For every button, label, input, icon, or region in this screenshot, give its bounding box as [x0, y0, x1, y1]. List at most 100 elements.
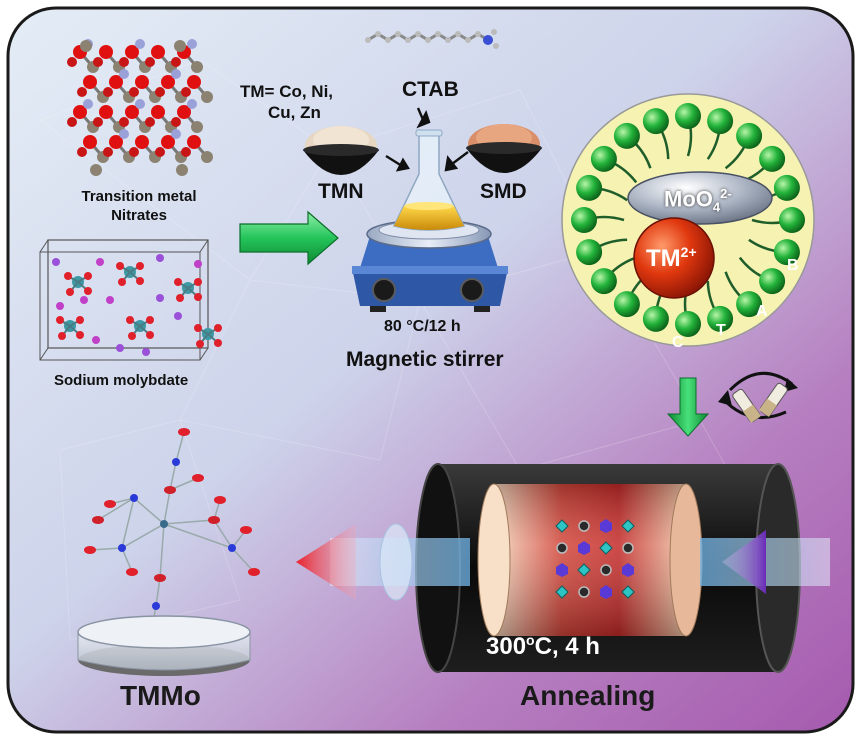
tm-definition-label: TM= Co, Ni, — [240, 82, 334, 101]
oxygen-atom — [116, 262, 124, 270]
oxygen-atom — [66, 288, 74, 296]
ctab-molecule — [365, 29, 499, 49]
oxygen-atom — [151, 105, 165, 119]
oxygen-atom — [161, 135, 175, 149]
nitrogen-atom — [130, 494, 138, 502]
surfactant-head — [590, 268, 617, 295]
molybdate-ion-text: MoO — [664, 186, 713, 212]
oxygen-atom — [56, 316, 64, 324]
lattice-hexagon — [578, 541, 590, 555]
oxygen-atom — [83, 75, 97, 89]
oxygen-atom — [73, 105, 87, 119]
oxygen-atom — [129, 87, 139, 97]
oxygen-atom — [164, 486, 176, 494]
tmmo-label: TMMo — [120, 680, 201, 711]
lattice-ring — [622, 542, 634, 554]
oxygen-atom — [125, 45, 139, 59]
nitrogen-atom — [83, 99, 93, 109]
oxygen-atom — [104, 500, 116, 508]
oxygen-atom — [83, 135, 97, 149]
oxygen-atom — [181, 147, 191, 157]
metal-center-atom — [160, 520, 168, 528]
molecular-bond — [97, 497, 135, 521]
molecular-bond — [133, 497, 165, 525]
process-arrow-down — [666, 377, 710, 437]
oxygen-atom — [192, 474, 204, 482]
lattice-particles — [555, 519, 635, 599]
oxygen-atom — [155, 147, 165, 157]
surfactant-head — [707, 108, 734, 135]
lattice-ring — [578, 520, 590, 532]
oxygen-atom — [103, 147, 113, 157]
oxygen-atom — [77, 87, 87, 97]
molybdate-unit-cell — [39, 239, 222, 361]
oxygen-atom — [99, 105, 113, 119]
surfactant-head — [736, 122, 763, 149]
oxygen-atom — [248, 568, 260, 576]
nitrogen-atom — [171, 129, 181, 139]
molybdate-ion-superscript: 2- — [720, 186, 732, 201]
sodium-atom — [96, 258, 104, 266]
oxygen-atom — [177, 105, 191, 119]
molecular-bond — [121, 497, 135, 549]
nitrogen-atom — [228, 544, 236, 552]
nitrates-label-line2: Nitrates — [111, 207, 167, 224]
sodium-atom — [194, 260, 202, 268]
oxygen-atom — [119, 117, 129, 127]
surfactant-head — [642, 305, 669, 332]
nitrogen-atom — [171, 69, 181, 79]
petri-dish — [77, 615, 251, 676]
sodium-atom — [52, 258, 60, 266]
lattice-ring — [556, 542, 568, 554]
tm-ion-sphere — [633, 217, 715, 299]
metal-atom — [90, 164, 102, 176]
oxygen-atom — [99, 45, 113, 59]
surfactant-head — [613, 291, 640, 318]
surfactant-head — [576, 174, 603, 201]
oxygen-atom — [174, 278, 182, 286]
surfactant-head — [707, 305, 734, 332]
oxygen-atom — [146, 316, 154, 324]
oxygen-atom — [135, 75, 149, 89]
sodium-molybdate-label: Sodium molybdate — [54, 372, 189, 389]
temperature-time-label: 80 °C/12 h — [384, 318, 461, 335]
lattice-hexagon — [622, 563, 634, 577]
oxygen-atom — [196, 340, 204, 348]
oxygen-atom — [181, 87, 191, 97]
lattice-diamond — [621, 585, 635, 599]
molecular-bond — [163, 489, 171, 525]
surfactant-head — [642, 108, 669, 135]
surfactant-head — [759, 268, 786, 295]
nitrogen-atom — [187, 39, 197, 49]
molecular-bond — [231, 547, 255, 573]
sodium-atom — [142, 348, 150, 356]
oxygen-atom — [58, 332, 66, 340]
oxygen-atom — [92, 516, 104, 524]
oxygen-atom — [77, 147, 87, 157]
oxygen-atom — [109, 75, 123, 89]
oxygen-atom — [208, 516, 220, 524]
erlenmeyer-flask — [392, 129, 466, 231]
surfactant-head — [613, 122, 640, 149]
nitrogen-atom — [135, 99, 145, 109]
oxygen-atom — [145, 57, 155, 67]
smd-powder-bowl — [466, 124, 542, 173]
annealing-condition-number: 300 — [486, 633, 527, 660]
oxygen-atom — [128, 332, 136, 340]
surfactant-head — [759, 145, 786, 172]
nitrogen-atom — [187, 99, 197, 109]
oxygen-atom — [93, 117, 103, 127]
nitrogen-atom — [172, 458, 180, 466]
annealing-label: Annealing — [520, 680, 656, 711]
lattice-diamond — [555, 519, 569, 533]
lattice-hexagon — [600, 519, 612, 533]
sodium-atom — [174, 312, 182, 320]
oxygen-atom — [126, 568, 138, 576]
oxygen-atom — [214, 339, 222, 347]
oxygen-atom — [145, 117, 155, 127]
sodium-atom — [106, 296, 114, 304]
oxygen-atom — [171, 117, 181, 127]
molecular-bond — [155, 577, 161, 607]
nitrogen-atom — [119, 129, 129, 139]
